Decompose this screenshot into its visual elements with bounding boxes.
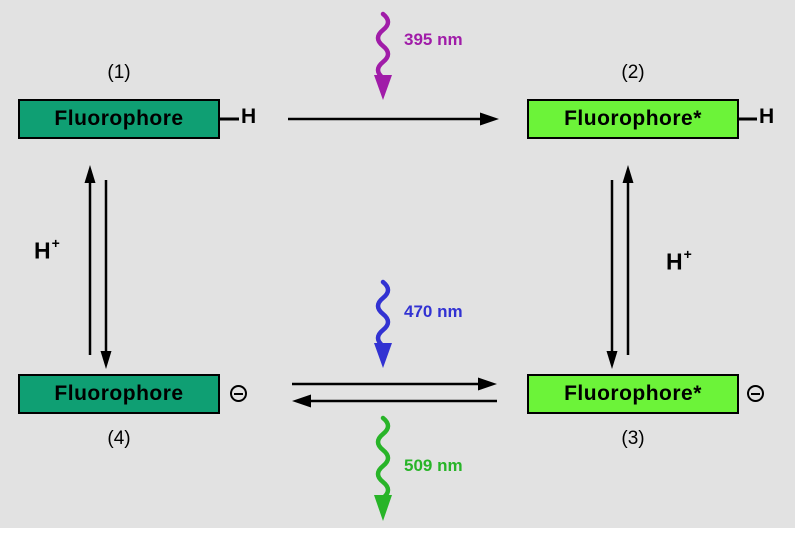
state-1-box: Fluorophore xyxy=(18,99,220,139)
proton-left-plus: + xyxy=(51,235,60,251)
wavy-arrowhead-down-icon xyxy=(374,75,392,100)
equilibrium-arrows-bottom xyxy=(292,377,497,408)
proton-left-H: H xyxy=(34,237,51,264)
state-1-number: (1) xyxy=(107,62,131,83)
state-4-number: (4) xyxy=(107,428,131,449)
state-3-box: Fluorophore* xyxy=(527,374,739,414)
green-emission-wavy-arrow xyxy=(374,415,392,521)
wavelength-395-label: 395 nm xyxy=(404,30,463,49)
state-2-H-atom: H xyxy=(759,105,775,128)
state-4-box: Fluorophore xyxy=(18,374,220,414)
arrowhead-right-icon xyxy=(480,112,499,126)
minus-dash xyxy=(234,392,243,395)
state-3-label: Fluorophore* xyxy=(564,382,702,405)
wavy-arrowhead-down-icon xyxy=(374,343,392,368)
minus-circle-icon xyxy=(747,385,764,402)
state-3-number: (3) xyxy=(621,428,645,449)
proton-label-left: H+ xyxy=(34,235,60,265)
state-2-number: (2) xyxy=(621,62,645,83)
arrowhead-up-icon xyxy=(622,165,634,183)
arrowhead-left-icon xyxy=(292,394,311,408)
state-2-label: Fluorophore* xyxy=(564,107,702,130)
state-2-box: Fluorophore* xyxy=(527,99,739,139)
proton-label-right: H+ xyxy=(666,246,692,276)
proton-right-plus: + xyxy=(683,246,692,262)
uv-excitation-wavy-arrow xyxy=(374,11,392,100)
wavelength-470-label: 470 nm xyxy=(404,302,463,321)
proton-equilibrium-left xyxy=(84,165,112,369)
arrowhead-down-icon xyxy=(100,351,112,369)
minus-dash xyxy=(751,392,760,395)
bottom-margin xyxy=(0,528,795,537)
proton-equilibrium-right xyxy=(606,165,634,369)
state-1-H-atom: H xyxy=(241,105,257,128)
arrowhead-right-icon xyxy=(478,377,497,391)
proton-right-H: H xyxy=(666,248,683,275)
wavy-arrowhead-down-icon xyxy=(374,495,392,521)
arrowhead-down-icon xyxy=(606,351,618,369)
reaction-arrow-top xyxy=(288,112,499,126)
blue-excitation-wavy-arrow xyxy=(374,279,392,368)
wavelength-509-label: 509 nm xyxy=(404,456,463,475)
arrowhead-up-icon xyxy=(84,165,96,183)
minus-circle-icon xyxy=(230,385,247,402)
state-1-label: Fluorophore xyxy=(54,107,184,130)
state-4-label: Fluorophore xyxy=(54,382,184,405)
